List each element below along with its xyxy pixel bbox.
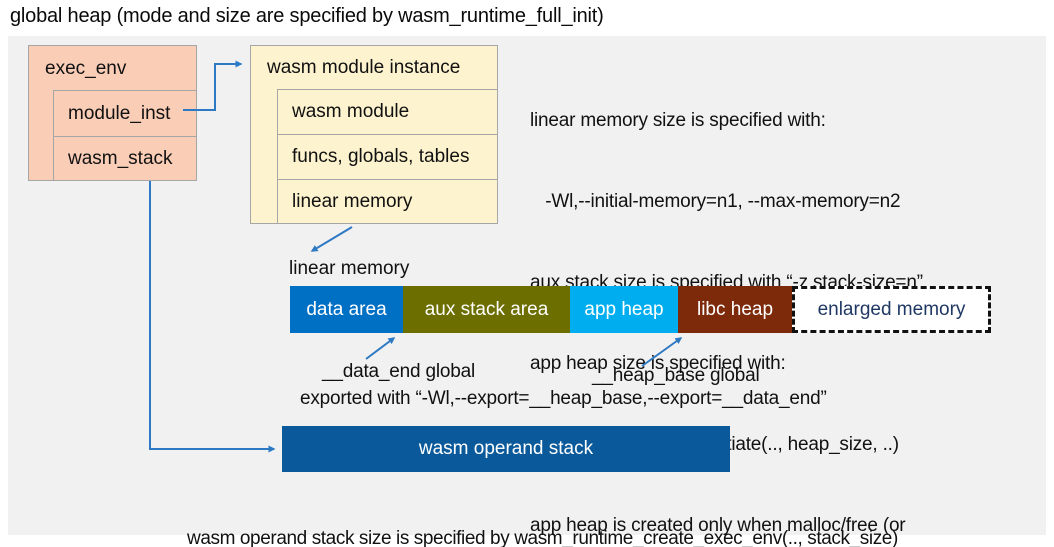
exec-env-cell-wasm-stack: wasm_stack [53,136,197,181]
note-line: linear memory size is specified with: [530,110,826,131]
wasm-module-instance-title: wasm module instance [267,57,461,78]
segment-aux-stack-area: aux stack area [403,286,570,333]
data-end-global-label: __data_end global [322,361,475,382]
wasm-module-instance-box: wasm module instance wasm module funcs, … [250,45,498,224]
exec-env-box: exec_env module_inst wasm_stack [28,45,197,181]
segment-enlarged-memory: enlarged memory [792,286,991,333]
note-line: app heap size is specified with: [530,353,786,374]
footer-block: wasm operand stack size is specified by … [187,481,898,547]
segment-app-heap: app heap [570,286,678,333]
linear-memory-label: linear memory [289,258,410,279]
module-cell-linear-memory: linear memory [277,179,498,224]
segment-libc-heap: libc heap [678,286,792,333]
heap-base-global-label: __heap_base global [592,365,760,386]
footer-line: wasm operand stack size is specified by … [187,528,898,547]
linear-memory-bar: data area aux stack area app heap libc h… [290,286,991,333]
exported-with-label: exported with “-Wl,--export=__heap_base,… [300,388,827,409]
module-cell-funcs-globals-tables: funcs, globals, tables [277,134,498,180]
segment-data-area: data area [290,286,403,333]
page-title: global heap (mode and size are specified… [10,5,604,27]
exec-env-title: exec_env [45,57,127,79]
note-line: app heap is created only when malloc/fre… [530,515,906,536]
note-line: -Wl,--initial-memory=n1, --max-memory=n2 [530,191,901,212]
exec-env-cell-module-inst: module_inst [53,90,197,137]
wasm-operand-stack-bar: wasm operand stack [282,426,730,472]
module-cell-wasm-module: wasm module [277,89,498,135]
